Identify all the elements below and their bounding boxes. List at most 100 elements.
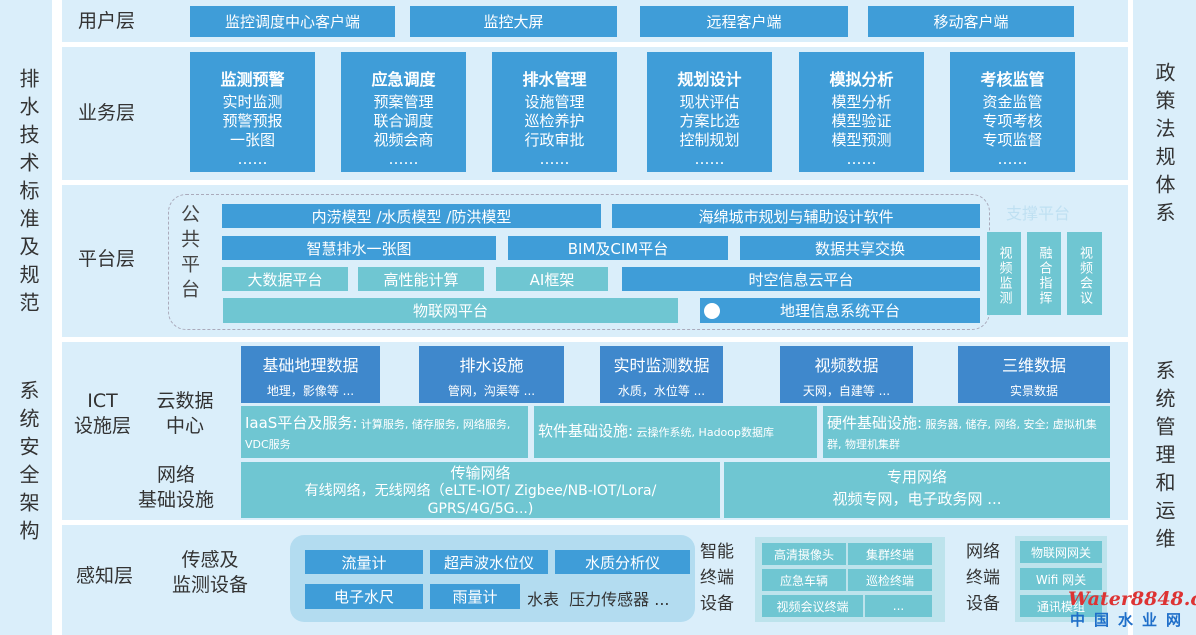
module-title: 应急调度 [371, 70, 436, 89]
watermark-logo: Water8848.com [1068, 588, 1196, 610]
module-line: 视频会商 [373, 131, 434, 149]
data-title: 排水设施 [459, 356, 524, 375]
business-module: 规划设计现状评估方案比选控制规划…… [647, 52, 772, 172]
platform-item: 海绵城市规划与辅助设计软件 [612, 204, 980, 228]
cloud-label: 云数据中心 [156, 390, 214, 437]
module-more: …… [237, 150, 268, 168]
network-title: 传输网络 [450, 464, 511, 482]
user-item: 移动客户端 [868, 6, 1074, 37]
sensor-item: 超声波水位仪 [430, 550, 548, 574]
policy-label: 政策法规体系 [1152, 62, 1176, 230]
data-sub: 水质，水位等 ... [617, 384, 706, 398]
data-title: 三维数据 [1001, 356, 1066, 375]
platform-item: BIM及CIM平台 [508, 236, 728, 260]
platform-item: 数据共享交换 [740, 236, 980, 260]
standards-label: 排水技术标准及规范 [16, 68, 40, 320]
infra-detail: 云操作系统, Hadoop数据库 [633, 426, 774, 439]
module-line: 模型分析 [831, 93, 892, 111]
network-item: Wifi 网关 [1020, 568, 1102, 590]
user-item: 监控大屏 [410, 6, 617, 37]
module-title: 监测预警 [220, 70, 285, 89]
sensor-label: 传感及 监测设备 [172, 549, 249, 596]
business-module: 考核监管资金监管专项考核专项监督…… [950, 52, 1075, 172]
operations-label: 系统管理和运维 [1152, 360, 1176, 556]
business-module: 应急调度预案管理联合调度视频会商…… [341, 52, 466, 172]
business-layer-label: 业务层 [78, 102, 136, 124]
data-category: 视频数据天网，自建等 ... [780, 346, 913, 403]
support-platform-label: 支撑平台 [1006, 204, 1071, 223]
module-line: 专项考核 [982, 112, 1043, 130]
module-line: 控制规划 [679, 131, 740, 149]
platform-layer-label: 平台层 [78, 248, 136, 270]
module-line: 巡检养护 [524, 112, 585, 130]
network-detail: 有线网络，无线网络（eLTE-IOT/ Zigbee/NB-IOT/Lora/ … [304, 483, 657, 517]
support-item: 融合指挥 [1027, 232, 1061, 315]
sensor-extra: 水表 压力传感器 ... [527, 590, 670, 609]
module-line: 模型验证 [831, 112, 892, 130]
sensor-item: 电子水尺 [305, 584, 423, 609]
smart-item: 集群终端 [848, 543, 932, 565]
iaas-box: IaaS平台及服务: 计算服务, 储存服务, 网络服务, VDC服务 [241, 406, 528, 458]
data-sub: 实景数据 [1009, 384, 1058, 398]
platform-item: 大数据平台 [222, 267, 348, 291]
perception-layer-label: 感知层 [76, 565, 134, 587]
module-line: 一张图 [229, 131, 275, 149]
module-title: 排水管理 [522, 70, 587, 89]
module-line: 实时监测 [222, 93, 283, 111]
infra-detail: 服务器, 储存, 网络, 安全; 虚拟机集群, 物理机集群 [827, 418, 1097, 451]
data-title: 基础地理数据 [262, 356, 359, 375]
module-title: 考核监管 [980, 70, 1045, 89]
platform-item: AI框架 [496, 267, 608, 291]
smart-item: 应急车辆 [762, 569, 846, 591]
smart-item: 高清摄像头 [762, 543, 846, 565]
network-label: 网络 基础设施 [138, 464, 215, 511]
network-detail: 视频专网，电子政务网 ... [832, 490, 1002, 508]
data-title: 实时监测数据 [613, 356, 710, 375]
smart-item: 巡检终端 [848, 569, 932, 591]
sensor-item: 雨量计 [430, 584, 520, 609]
module-more: …… [539, 150, 570, 168]
business-module: 排水管理设施管理巡检养护行政审批…… [492, 52, 617, 172]
module-line: 现状评估 [679, 93, 740, 111]
infra-title: IaaS平台及服务: [245, 414, 358, 432]
module-line: 方案比选 [679, 112, 740, 130]
platform-item: 高性能计算 [358, 267, 484, 291]
network-item: 通讯模组 [1020, 595, 1102, 617]
sensor-item: 水质分析仪 [555, 550, 690, 574]
infra-title: 软件基础设施: [538, 422, 634, 440]
user-item: 监控调度中心客户端 [190, 6, 395, 37]
module-more: …… [846, 150, 877, 168]
data-sub: 天网，自建等 ... [802, 384, 891, 398]
data-category: 三维数据实景数据 [958, 346, 1110, 403]
module-more: …… [997, 150, 1028, 168]
module-title: 规划设计 [677, 70, 742, 89]
smart-item: 视频会议终端 [762, 595, 863, 617]
module-line: 联合调度 [373, 112, 434, 130]
platform-item: 智慧排水一张图 [222, 236, 496, 260]
circle-icon [704, 303, 720, 319]
smart-terminal-label: 智能 终端 设备 [700, 542, 734, 614]
ict-layer-label: ICT 设施层 [74, 390, 132, 437]
platform-item: 内涝模型 /水质模型 /防洪模型 [222, 204, 601, 228]
private-network: 专用网络视频专网，电子政务网 ... [724, 462, 1110, 518]
network-terminal-label: 网络 终端 设备 [966, 542, 1000, 614]
transmission-network: 传输网络有线网络，无线网络（eLTE-IOT/ Zigbee/NB-IOT/Lo… [241, 462, 720, 518]
data-category: 排水设施管网，沟渠等 ... [419, 346, 564, 403]
platform-item: 地理信息系统平台 [700, 298, 980, 323]
support-item: 视频监测 [987, 232, 1021, 315]
network-title: 专用网络 [886, 468, 947, 486]
right-column [1133, 0, 1196, 635]
module-line: 设施管理 [524, 93, 585, 111]
security-label: 系统安全架构 [16, 380, 40, 548]
user-item: 远程客户端 [640, 6, 848, 37]
data-title: 视频数据 [814, 356, 879, 375]
module-title: 模拟分析 [829, 70, 894, 89]
module-line: 资金监管 [982, 93, 1043, 111]
module-more: …… [694, 150, 725, 168]
module-line: 专项监督 [982, 131, 1043, 149]
platform-item: 时空信息云平台 [622, 267, 980, 291]
platform-item: 物联网平台 [223, 298, 678, 323]
data-category: 实时监测数据水质，水位等 ... [600, 346, 723, 403]
business-module: 监测预警实时监测预警预报一张图…… [190, 52, 315, 172]
infra-title: 硬件基础设施: [827, 414, 923, 432]
